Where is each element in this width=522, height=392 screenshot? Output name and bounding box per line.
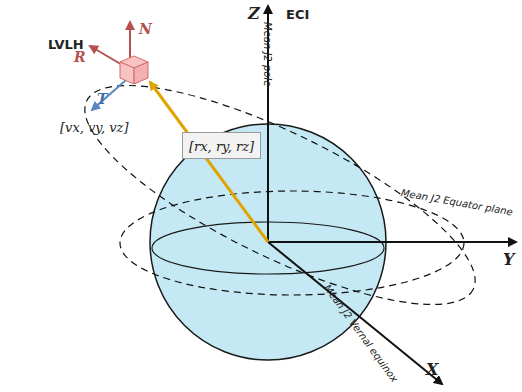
axis-label: T	[97, 92, 107, 106]
axis-label: Z	[248, 6, 260, 22]
velocity-label: [vx, vy, vz]	[60, 121, 129, 134]
axis-label: Y	[503, 252, 514, 268]
vector-label: [rx, ry, rz]	[189, 139, 254, 154]
axis-label: X	[426, 362, 438, 378]
axis-label: N	[139, 22, 152, 36]
axis-label: R	[74, 50, 86, 64]
plane-note: Mean J2 Equator plane	[400, 188, 513, 217]
vector-label-box: [rx, ry, rz]	[182, 132, 261, 159]
axis-note: Mean J2 pole	[262, 22, 272, 86]
frame-label: ECI	[286, 8, 309, 21]
